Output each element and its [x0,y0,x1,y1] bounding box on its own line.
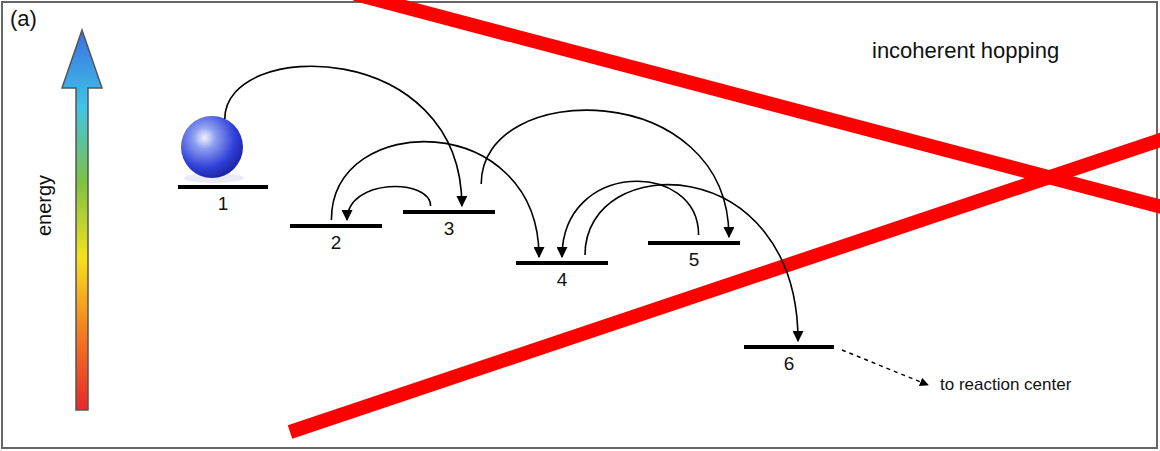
energy-arrow [62,30,102,410]
level-number: 4 [555,270,570,291]
leader-arrow [842,350,928,385]
energy-level: 1 [178,185,268,215]
exciton-sphere [181,116,243,178]
energy-level: 6 [744,345,834,375]
level-bar [516,261,608,265]
level-number: 6 [782,354,797,375]
text-label: (a) [10,6,37,32]
energy-level: 4 [516,261,608,291]
level-bar [178,185,268,189]
level-bar [290,224,382,228]
axis-label: energy [34,174,57,235]
energy-level: 2 [290,224,382,254]
hop-arrow [585,185,798,341]
level-number: 1 [216,194,231,215]
hop-arrow [331,142,539,257]
hop-arrow [562,181,699,257]
cross-line [290,138,1160,432]
hop-arrow [347,186,431,220]
level-bar [403,210,495,214]
text-label: incoherent hopping [872,38,1059,64]
hop-arrow [481,110,729,237]
level-bar [648,241,740,245]
text-label: to reaction center [940,375,1071,395]
level-number: 3 [442,219,457,240]
level-number: 2 [329,233,344,254]
level-number: 5 [687,250,702,271]
energy-level: 5 [648,241,740,271]
energy-level: 3 [403,210,495,240]
level-bar [744,345,834,349]
